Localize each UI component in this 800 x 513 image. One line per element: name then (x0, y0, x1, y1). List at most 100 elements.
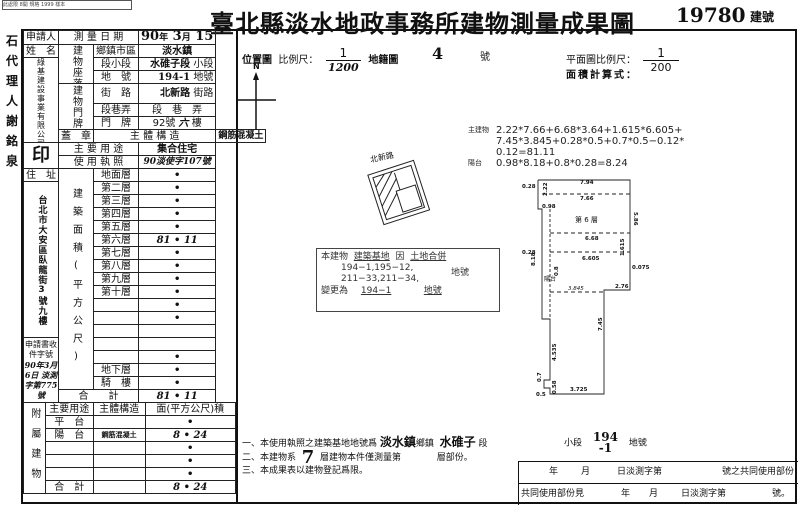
structure-label: 主 體 構 造 (92, 129, 217, 143)
svg-text:5.86: 5.86 (632, 212, 638, 226)
svg-text:7.94: 7.94 (580, 180, 594, 186)
form-stamp: 此處限 8開 規格 1999 樣本 (2, 0, 132, 10)
notes: 一、本使用執照之建築基地地號爲 淡水鎮鄉鎮 水碓子 段 二、本建物系 7 層建物… (242, 436, 488, 478)
parcel-number: 小段 194-1 地號 (564, 430, 647, 455)
annex-row: • (24, 467, 236, 481)
floor-label: 地下層 (93, 363, 139, 377)
svg-text:6.605: 6.605 (582, 256, 600, 262)
annex-row: 平 台• (24, 415, 236, 429)
floor-area: • (137, 194, 217, 208)
lot-value: 194-1 地號 (137, 70, 217, 84)
section-value: 水碓子段 小段 (137, 57, 217, 71)
annex-row: • (24, 454, 236, 468)
section-divider (236, 30, 238, 504)
lot-label: 地 號 (93, 70, 139, 84)
applicant-label: 申請人 (23, 30, 59, 45)
land-merge-note: 本建物 建築基地 因 土地合併 194−1,195−12, 211−33,211… (316, 248, 500, 312)
floor-label (93, 324, 139, 338)
floor-area: • (137, 259, 217, 273)
svg-text:2.22: 2.22 (543, 182, 549, 196)
shared-use-box: 年 月 日淡測字第 號之共同使用部份 共同使用部份見 年 月 日淡測字第 號。 (518, 461, 798, 505)
seal-label: 蓋 章 (58, 129, 94, 143)
agent-char: 泉 (5, 154, 18, 168)
floor-area: 81 • 11 (137, 233, 217, 247)
svg-text:4.535: 4.535 (552, 343, 558, 361)
total-label: 合 計 (58, 389, 139, 403)
svg-text:0.28: 0.28 (522, 250, 536, 256)
shared-use-row-2: 共同使用部份見 年 月 日淡測字第 號。 (521, 489, 790, 499)
township-label: 鄉鎮市區 (93, 44, 139, 58)
door-label: 門 牌 (93, 116, 139, 130)
annex-header-structure: 主體構造 (92, 402, 146, 416)
page-title: 臺北縣淡水地政事務所建物測量成果圖 (210, 9, 635, 38)
main-building-formula: 2.22*7.66+6.68*3.64+1.615*6.605+ 7.45*3.… (496, 125, 685, 158)
structure-value: 鋼筋混凝土 (215, 129, 267, 143)
address-value: 台北市大安區臥龍街3號九樓 (23, 181, 59, 338)
svg-text:第 6 層: 第 6 層 (575, 215, 598, 224)
survey-date-label: 測 量 日 期 (58, 30, 139, 45)
annex-total-label: 合 計 (44, 480, 94, 494)
lane-value: 段 巷 弄 (137, 103, 217, 117)
floor-area: • (137, 220, 217, 234)
floor-area: • (137, 298, 217, 312)
license-value: 90淡使字107號 (137, 155, 217, 169)
location-sketch (367, 159, 431, 226)
agent-char: 理 (5, 74, 18, 88)
svg-text:0.98: 0.98 (542, 204, 556, 210)
floor-area: • (137, 181, 217, 195)
svg-text:陽台: 陽台 (544, 275, 556, 283)
annex-total-area: 8 • 24 (144, 480, 236, 494)
cadastral-map-number: 4 (432, 44, 444, 63)
address-label: 住 址 (23, 168, 59, 182)
lane-label: 段巷弄 (93, 103, 139, 117)
annex-row: • (24, 441, 236, 455)
north-arrow-icon (238, 72, 276, 130)
location-group-label: 建物座落 (58, 44, 94, 84)
balcony-formula: 0.98*8.18+0.8*0.28=8.24 (496, 158, 628, 169)
applicant-name: 綠基建設事業有限公司 法定代理人高雅春 (23, 57, 59, 143)
north-label: N (253, 62, 260, 71)
svg-text:3.845: 3.845 (568, 286, 584, 292)
doorplate-group-label: 建物門牌 (58, 83, 94, 130)
area-calc-label: 面積計算式： (566, 70, 638, 81)
svg-text:0.5: 0.5 (536, 392, 546, 396)
agent-char: 銘 (5, 134, 18, 148)
svg-text:0.58: 0.58 (552, 380, 558, 394)
floor-area: • (137, 272, 217, 286)
floor-label: 第六層 (93, 233, 139, 247)
svg-text:8.18: 8.18 (531, 252, 537, 266)
floor-label: 地面層 (93, 168, 139, 182)
floor-area: • (137, 246, 217, 260)
floor-area: • (137, 207, 217, 221)
annex-header-use: 主要用途 (44, 402, 94, 416)
svg-text:0.8: 0.8 (554, 266, 560, 276)
svg-text:7.66: 7.66 (580, 196, 594, 202)
svg-text:0.075: 0.075 (632, 265, 650, 271)
street-label: 街 路 (93, 83, 139, 104)
svg-text:0.7: 0.7 (537, 372, 543, 382)
floor-label: 第八層 (93, 259, 139, 273)
svg-text:6.68: 6.68 (585, 236, 599, 242)
agent-char: 代 (5, 54, 18, 68)
floor-area: • (137, 168, 217, 182)
shared-use-row-1: 年 月 日淡測字第 號之共同使用部份 (519, 462, 798, 484)
building-number-suffix: 建號 (750, 10, 775, 24)
total-area: 81 • 11 (137, 389, 217, 403)
floor-label: 第十層 (93, 285, 139, 299)
floor-plan-drawing: 7.94 7.66 第 6 層 6.68 6.605 2.76 3.845 0.… (522, 179, 650, 396)
seal-stamp: 印 (23, 142, 59, 169)
section-label: 段小段 (93, 57, 139, 71)
svg-text:7.45: 7.45 (598, 317, 604, 331)
street-value: 北新路 街路 (137, 83, 217, 104)
annex-group-label: 附屬建物 (23, 402, 46, 494)
agent-char: 謝 (5, 114, 18, 128)
floor-area (137, 337, 217, 351)
document-frame (21, 29, 797, 504)
note-3: 三、本成果表以建物登記爲限。 (242, 466, 369, 476)
